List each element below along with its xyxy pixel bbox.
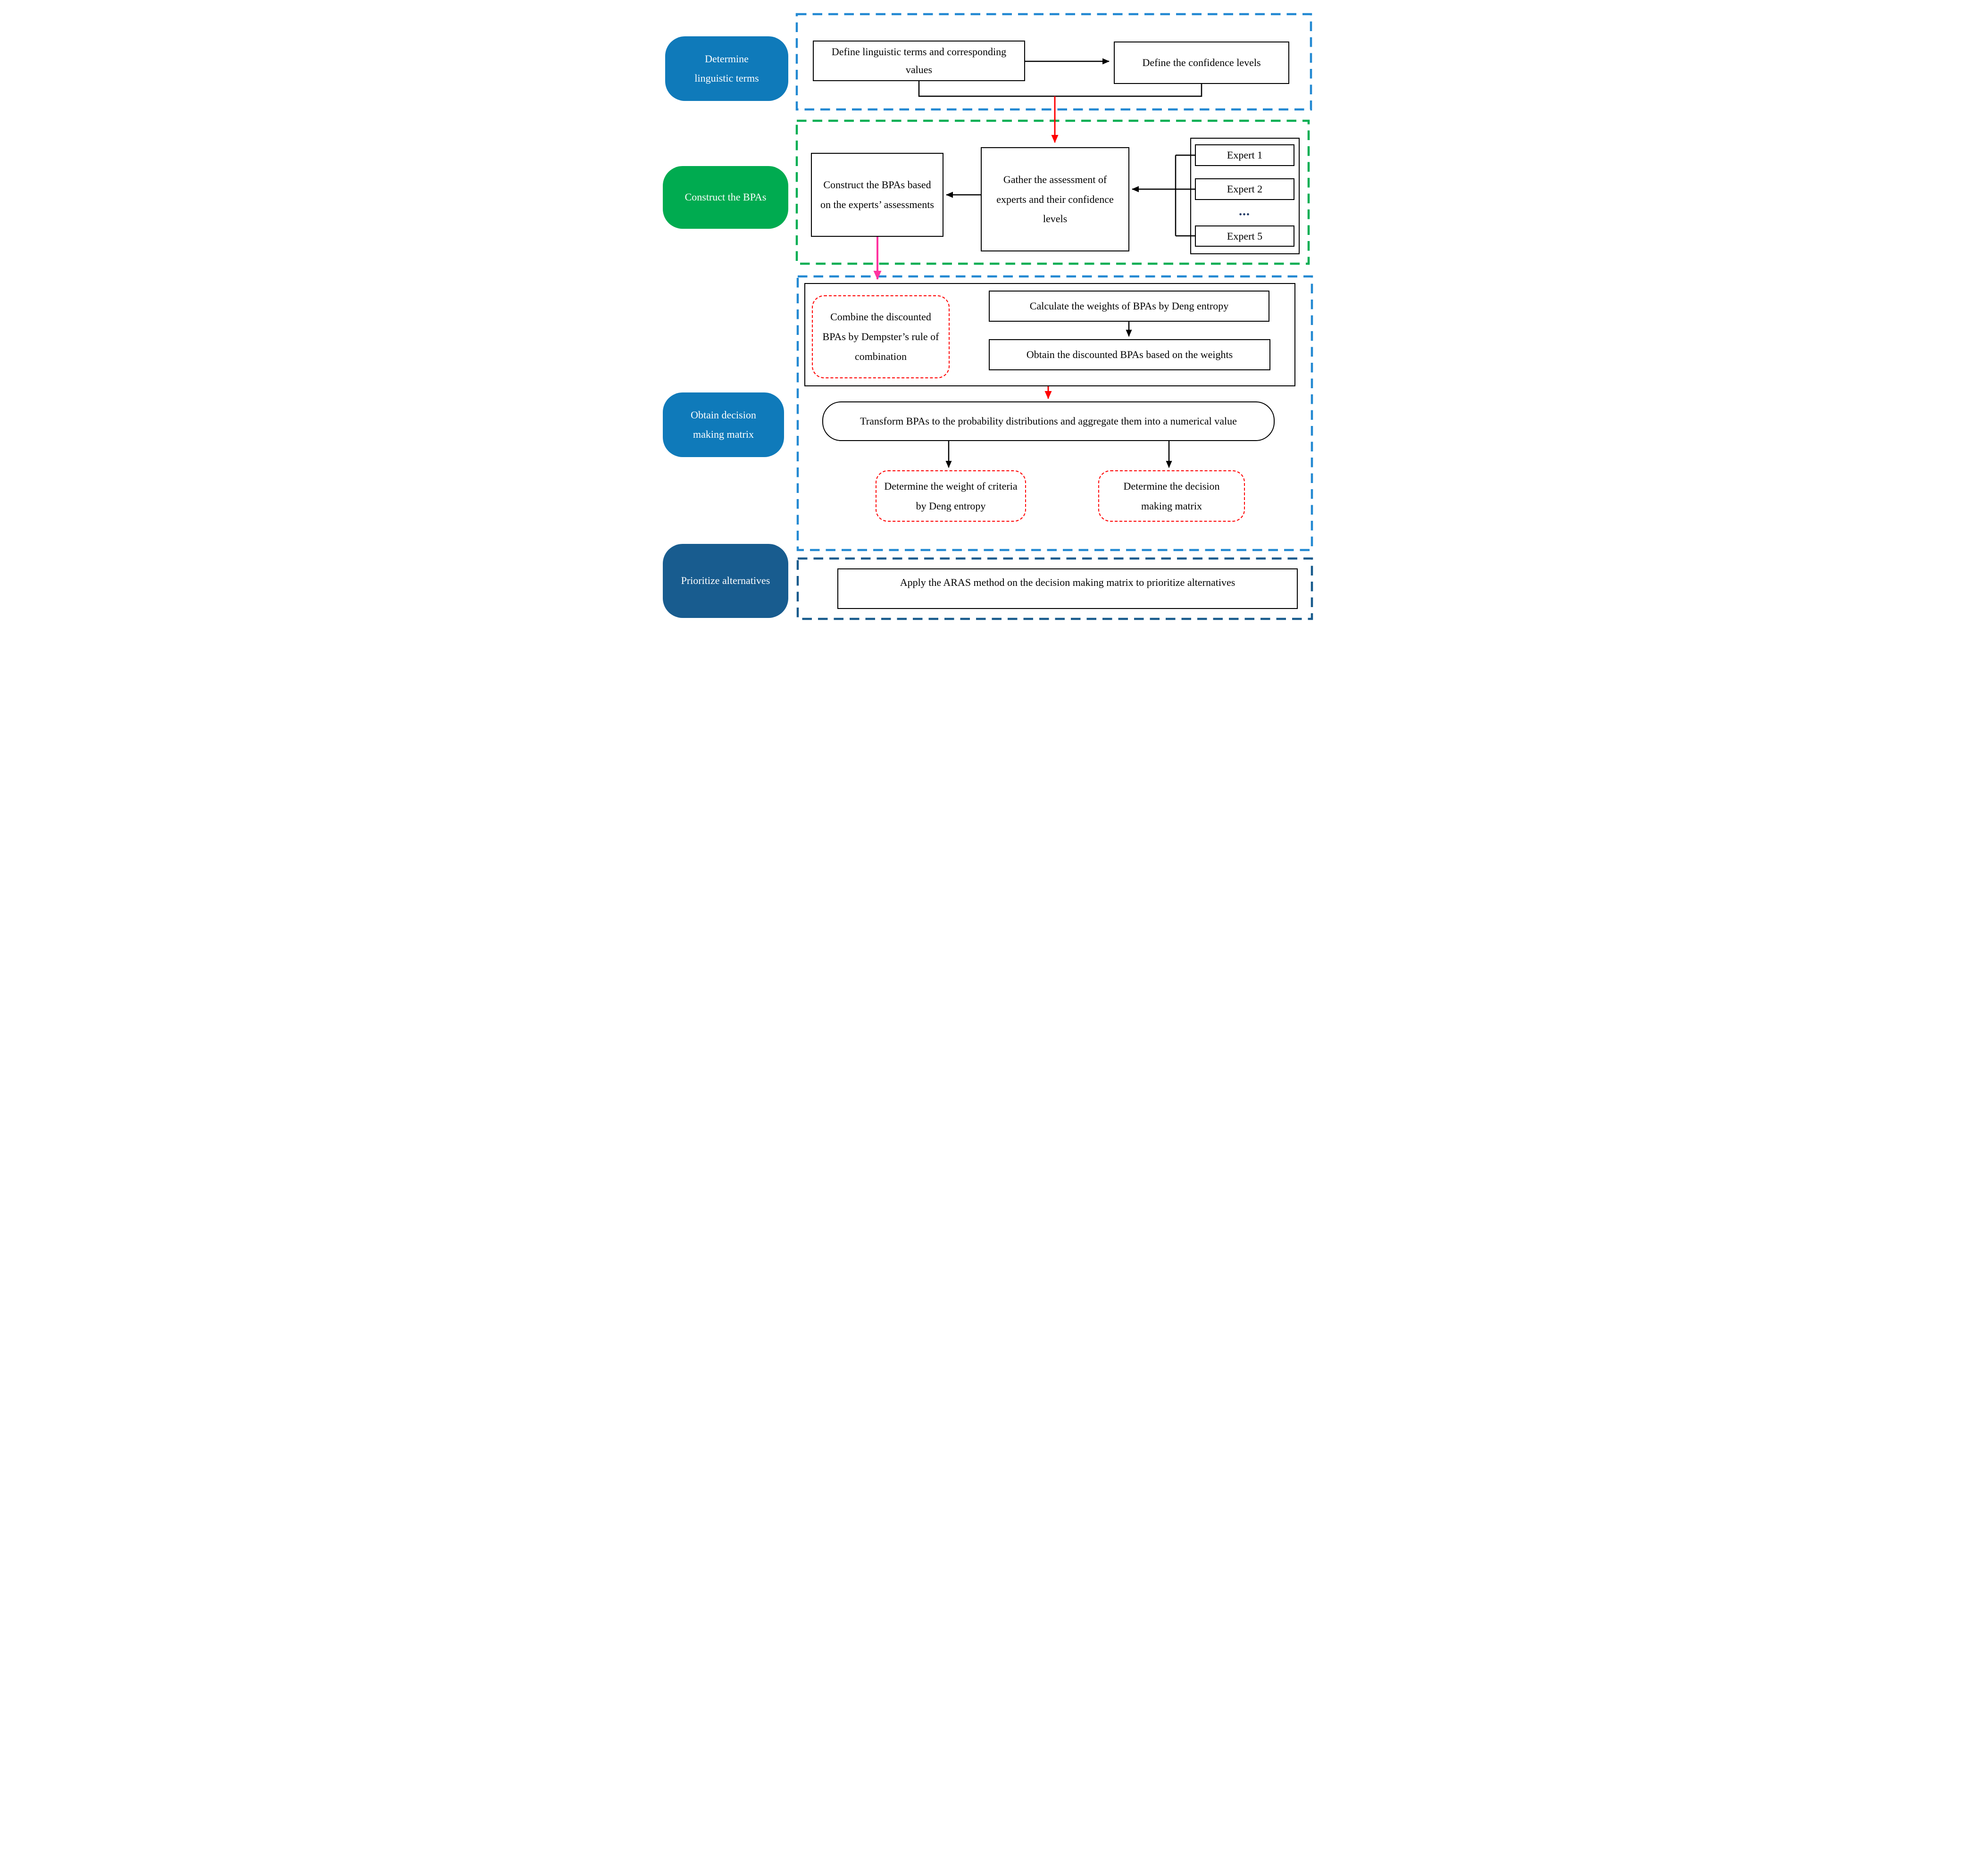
stage-prioritize-alternatives: Prioritize alternatives xyxy=(663,544,788,618)
box-expert-5: Expert 5 xyxy=(1195,225,1294,247)
box-apply-aras: Apply the ARAS method on the decision ma… xyxy=(837,568,1298,609)
box-expert-2: Expert 2 xyxy=(1195,178,1294,200)
box-obtain-discounted: Obtain the discounted BPAs based on the … xyxy=(989,339,1270,370)
stage-construct-bpas: Construct the BPAs xyxy=(663,166,788,229)
box-calculate-weights: Calculate the weights of BPAs by Deng en… xyxy=(989,291,1269,322)
box-decision-matrix: Determine the decision making matrix xyxy=(1098,470,1245,522)
experts-ellipsis-icon: ••• xyxy=(1239,210,1251,219)
box-define-terms: Define linguistic terms and correspondin… xyxy=(813,41,1025,81)
box-define-confidence: Define the confidence levels xyxy=(1114,42,1289,84)
box-transform-bpas: Transform BPAs to the probability distri… xyxy=(822,401,1275,441)
stage-determine-linguistic-terms: Determine linguistic terms xyxy=(665,36,788,101)
box-expert-1: Expert 1 xyxy=(1195,144,1294,166)
stage-obtain-decision-matrix: Obtain decision making matrix xyxy=(663,392,784,457)
connector-confidence-junction xyxy=(1055,84,1202,97)
box-gather-assessment: Gather the assessment of experts and the… xyxy=(981,147,1129,251)
box-combine-bpas: Combine the discounted BPAs by Dempster’… xyxy=(812,295,950,378)
connector-terms-junction xyxy=(918,81,1055,97)
box-construct-bpas: Construct the BPAs based on the experts’… xyxy=(811,153,943,237)
flowchart-canvas: Determine linguistic terms Construct the… xyxy=(657,0,1313,625)
box-weight-criteria: Determine the weight of criteria by Deng… xyxy=(876,470,1026,522)
